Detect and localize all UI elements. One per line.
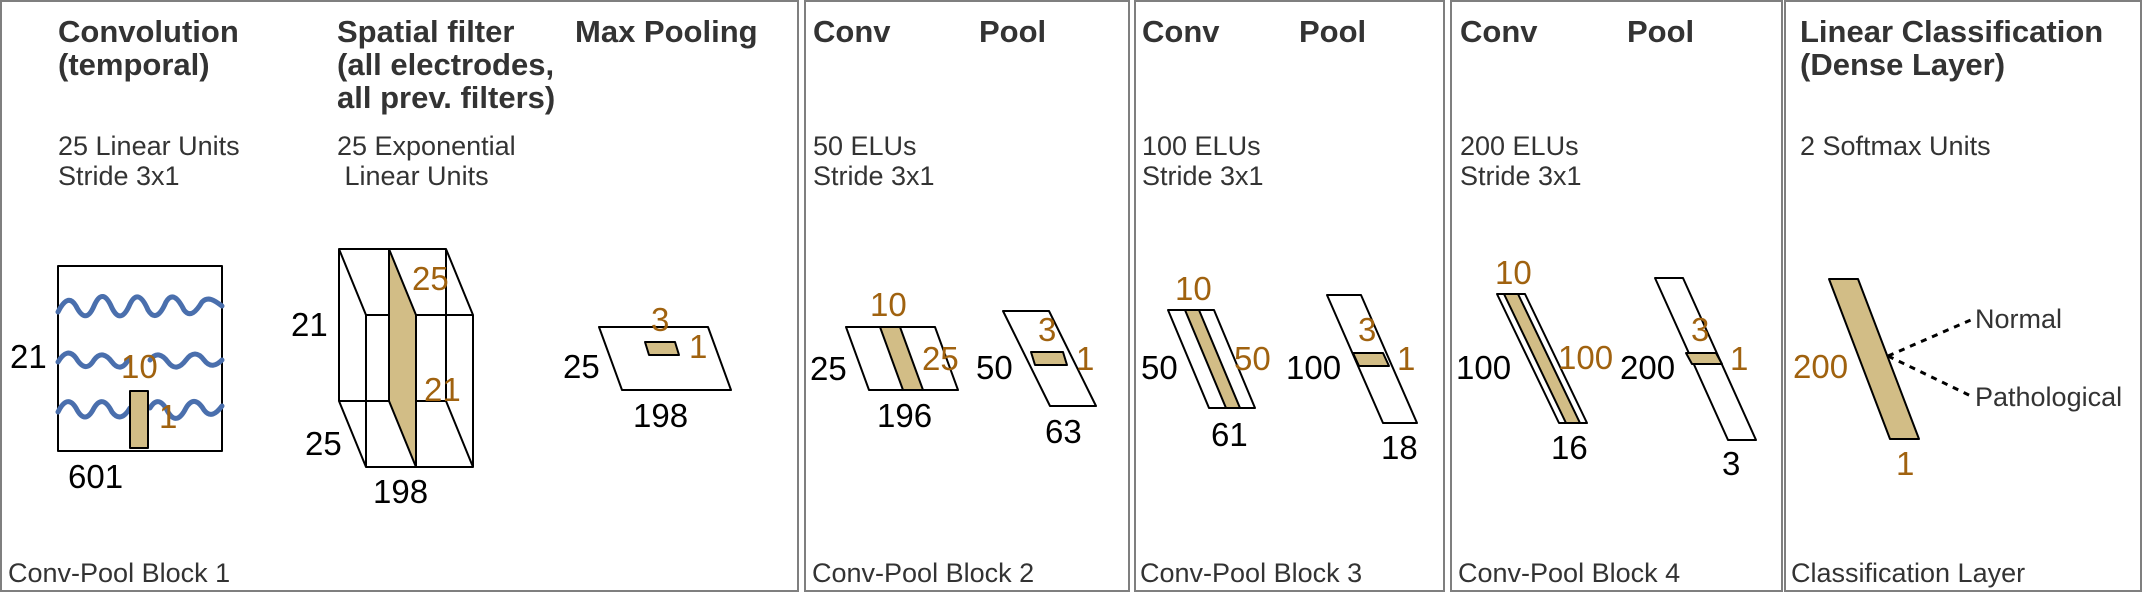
block2-pool-depth-label: 50 xyxy=(976,349,1013,386)
block1-pool-kernel-height-label: 3 xyxy=(651,301,669,338)
block3-pool-kernel-width-label: 1 xyxy=(1397,340,1415,377)
connection-normal xyxy=(1887,317,1974,358)
block4-pool-kernel-width-label: 1 xyxy=(1730,340,1748,377)
block4-conv-title: Conv xyxy=(1460,14,1538,49)
panel-block2 xyxy=(804,0,1130,592)
block4-pool-kernel-height-label: 3 xyxy=(1691,311,1709,348)
panel-block1 xyxy=(0,0,799,592)
block2-footer: Conv-Pool Block 2 xyxy=(812,558,1034,588)
block2-pool-title: Pool xyxy=(979,14,1046,49)
block1-pool-depth-label: 25 xyxy=(563,348,600,385)
block2-pool-kernel-width-label: 1 xyxy=(1076,340,1094,377)
block4-conv-kernel-height-label: 10 xyxy=(1495,254,1532,291)
block2-units-line2: Stride 3x1 xyxy=(813,161,935,191)
block1-spatial-title-line1: Spatial filter xyxy=(337,14,514,49)
block1-volume-depth-label: 25 xyxy=(305,425,342,462)
block1-input-height-label: 21 xyxy=(10,338,47,375)
block1-volume-height-label: 21 xyxy=(291,306,328,343)
block4-conv-depth-label: 100 xyxy=(1456,349,1511,386)
block3-conv-title: Conv xyxy=(1142,14,1220,49)
block1-spatial-kernel xyxy=(388,248,417,468)
connection-pathological xyxy=(1887,354,1974,399)
block2-conv-kernel xyxy=(879,326,924,391)
eeg-wave-2 xyxy=(55,350,225,370)
block4-pool-kernel xyxy=(1685,352,1723,365)
block2-conv-kernel-depth-label: 25 xyxy=(922,340,959,377)
block1-spatial-title-line2: (all electrodes, xyxy=(337,47,554,82)
block1-spatial-units-line2: Linear Units xyxy=(337,161,489,191)
eeg-wave-3 xyxy=(55,399,225,421)
block3-pool-title: Pool xyxy=(1299,14,1366,49)
block4-pool-title: Pool xyxy=(1627,14,1694,49)
dense-layer-bar xyxy=(1828,278,1920,440)
classification-units: 2 Softmax Units xyxy=(1800,131,1991,161)
block4-conv-kernel xyxy=(1503,293,1581,424)
block1-kernel-height-label: 10 xyxy=(121,348,158,385)
block1-pool-width-label: 198 xyxy=(633,397,688,434)
block2-units-line1: 50 ELUs xyxy=(813,131,917,161)
block1-spatial-units-line1: 25 Exponential xyxy=(337,131,516,161)
block1-pool-kernel-width-label: 1 xyxy=(689,328,707,365)
block4-conv-kernel-depth-label: 100 xyxy=(1558,339,1613,376)
block1-pool-title: Max Pooling xyxy=(575,14,758,49)
block1-spatial-title-line3: all prev. filters) xyxy=(337,80,555,115)
block4-footer: Conv-Pool Block 4 xyxy=(1458,558,1680,588)
block3-conv-depth-label: 50 xyxy=(1141,349,1178,386)
block4-conv-width-label: 16 xyxy=(1551,429,1588,466)
classification-input-depth-label: 200 xyxy=(1793,348,1848,385)
block1-input-width-label: 601 xyxy=(68,458,123,495)
block4-units-line2: Stride 3x1 xyxy=(1460,161,1582,191)
block1-kernel-width-label: 1 xyxy=(159,398,177,435)
block1-pool-plane xyxy=(598,326,732,391)
block2-conv-width-label: 196 xyxy=(877,397,932,434)
block3-conv-width-label: 61 xyxy=(1211,416,1248,453)
block2-conv-title: Conv xyxy=(813,14,891,49)
block1-pool-kernel xyxy=(644,341,680,356)
block4-pool-width-label: 3 xyxy=(1722,445,1740,482)
block2-pool-width-label: 63 xyxy=(1045,413,1082,450)
block1-conv-title-line2: (temporal) xyxy=(58,47,210,82)
block3-pool-depth-label: 100 xyxy=(1286,349,1341,386)
class-label-pathological: Pathological xyxy=(1975,382,2122,412)
block3-pool-kernel-height-label: 3 xyxy=(1358,311,1376,348)
block1-conv-title-line1: Convolution xyxy=(58,14,239,49)
block1-footer: Conv-Pool Block 1 xyxy=(8,558,230,588)
block3-conv-kernel xyxy=(1184,309,1241,409)
block3-conv-kernel-height-label: 10 xyxy=(1175,270,1212,307)
block4-pool-depth-label: 200 xyxy=(1620,349,1675,386)
block3-footer: Conv-Pool Block 3 xyxy=(1140,558,1362,588)
block1-temporal-kernel xyxy=(129,390,149,449)
block3-units-line2: Stride 3x1 xyxy=(1142,161,1264,191)
block3-conv-kernel-depth-label: 50 xyxy=(1234,340,1271,377)
classification-footer: Classification Layer xyxy=(1791,558,2025,588)
block3-pool-width-label: 18 xyxy=(1381,429,1418,466)
classification-title-line1: Linear Classification xyxy=(1800,14,2103,49)
classification-title-line2: (Dense Layer) xyxy=(1800,47,2005,82)
block4-units-line1: 200 ELUs xyxy=(1460,131,1579,161)
block2-pool-kernel-height-label: 3 xyxy=(1038,311,1056,348)
block2-pool-kernel xyxy=(1030,351,1068,366)
class-label-normal: Normal xyxy=(1975,304,2062,334)
block1-conv-units-line1: 25 Linear Units xyxy=(58,131,240,161)
panel-block4 xyxy=(1450,0,1783,592)
block1-spatial-kernel-height-label: 21 xyxy=(424,371,461,408)
block1-spatial-kernel-depth-label: 25 xyxy=(412,260,449,297)
eeg-wave-1 xyxy=(55,294,225,319)
panel-classification xyxy=(1784,0,2142,592)
block3-pool-kernel xyxy=(1352,352,1390,367)
block1-volume-width-label: 198 xyxy=(373,473,428,510)
block2-conv-kernel-height-label: 10 xyxy=(870,286,907,323)
block1-conv-units-line2: Stride 3x1 xyxy=(58,161,180,191)
classification-input-width-label: 1 xyxy=(1896,445,1914,482)
block2-conv-depth-label: 25 xyxy=(810,350,847,387)
block3-units-line1: 100 ELUs xyxy=(1142,131,1261,161)
panel-block3 xyxy=(1134,0,1445,592)
